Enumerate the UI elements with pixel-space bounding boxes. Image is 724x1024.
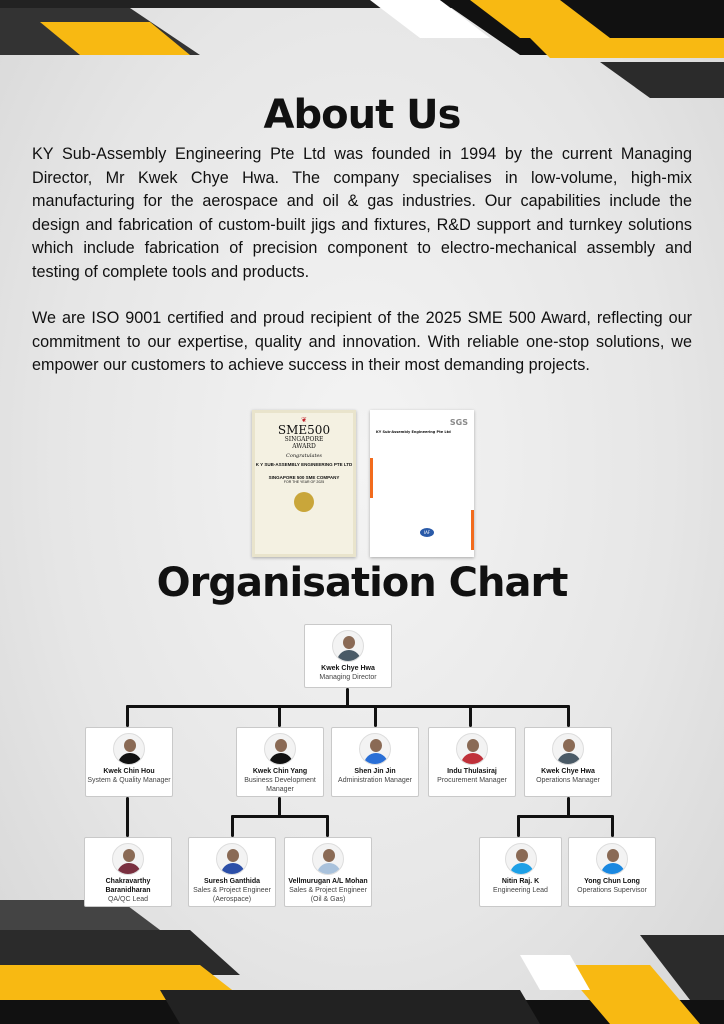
about-paragraph-1: KY Sub-Assembly Engineering Pte Ltd was …: [32, 145, 692, 281]
iaf-logo: IAF: [420, 528, 434, 537]
avatar: [456, 733, 488, 765]
person-role: Managing Director: [319, 674, 377, 681]
sme-year: FOR THE YEAR OF 2025: [283, 480, 325, 484]
avatar: [359, 733, 391, 765]
avatar: [596, 843, 628, 875]
about-paragraph-2: We are ISO 9001 certified and proud reci…: [32, 309, 692, 375]
person-role: Sales & Project Engineer (Oil & Gas): [289, 887, 367, 903]
sme-sub2: AWARD: [292, 443, 316, 450]
avatar: [332, 630, 364, 662]
person-role: Procurement Manager: [437, 777, 507, 784]
person-role: Administration Manager: [338, 777, 412, 784]
iso-company: KY Sub-Assembly Engineering Pte Ltd: [376, 430, 451, 434]
sme500-logo: SME500: [277, 423, 331, 437]
org-card: Nitin Raj. K Engineering Lead: [479, 837, 562, 907]
top-decoration: [0, 0, 724, 98]
person-name: Kwek Chye Hwa: [321, 665, 375, 672]
person-role: QA/QC Lead: [107, 896, 149, 903]
person-role: Sales & Project Engineer (Aerospace): [193, 887, 271, 903]
about-title: About Us: [263, 92, 462, 138]
person-name: Suresh Ganthida: [203, 878, 260, 885]
person-role: Operations Manager: [536, 777, 600, 784]
avatar: [312, 843, 344, 875]
avatar: [264, 733, 296, 765]
person-role: Operations Supervisor: [577, 887, 647, 894]
person-name: Indu Thulasiraj: [447, 768, 497, 775]
avatar: [552, 733, 584, 765]
org-title: Organisation Chart: [156, 560, 569, 606]
sme-award: SINGAPORE 500 SME COMPANY: [268, 475, 340, 480]
avatar: [504, 843, 537, 875]
sme-sub1: SINGAPORE: [284, 436, 324, 443]
avatar: [216, 843, 248, 875]
person-name: Vellmurugan A/L Mohan: [288, 878, 368, 885]
person-name: Nitin Raj. K: [501, 878, 540, 885]
person-name: Chakravarthy Baranidharan: [105, 878, 151, 894]
person-role: Business Development Manager: [244, 777, 316, 793]
sme500-certificate: ❦ SME500 SINGAPORE AWARD Congratulates K…: [252, 410, 356, 557]
gold-seal-icon: [294, 492, 314, 512]
sgs-logo: SGS: [449, 418, 468, 427]
person-name: Kwek Chin Hou: [103, 768, 155, 775]
iso-certificate: SGS KY Sub-Assembly Engineering Pte Ltd …: [370, 410, 474, 557]
lion-logo-icon: ❦: [301, 416, 307, 424]
sme-company: K Y SUB-ASSEMBLY ENGINEERING PTE LTD: [255, 462, 353, 467]
sme-congrats: Congratulates: [286, 453, 322, 459]
person-name: Yong Chun Long: [584, 878, 640, 885]
person-name: Kwek Chye Hwa: [541, 768, 595, 775]
avatar: [113, 733, 145, 765]
avatar: [112, 843, 144, 875]
person-name: Kwek Chin Yang: [252, 768, 308, 775]
person-role: System & Quality Manager: [87, 777, 171, 784]
person-role: Engineering Lead: [493, 887, 548, 894]
person-name: Shen Jin Jin: [354, 768, 396, 775]
